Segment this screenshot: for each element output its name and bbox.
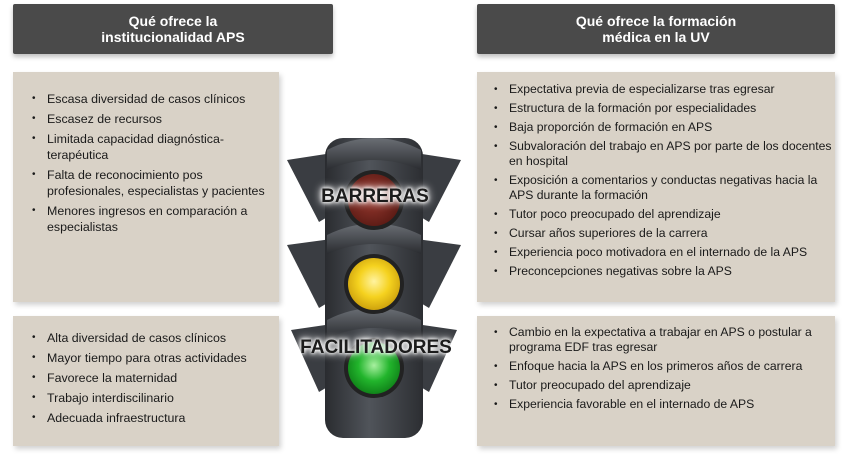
list-item: Experiencia favorable en el internado de…: [494, 397, 832, 412]
header-training-label: Qué ofrece la formación médica en la UV: [575, 13, 737, 45]
barriers-label: BARRERAS: [321, 186, 429, 207]
traffic-light-graphic: [287, 138, 461, 438]
list-item: Adecuada infraestructura: [32, 410, 277, 426]
red-light: [348, 174, 400, 226]
list-item: Mayor tiempo para otras actividades: [32, 350, 277, 366]
list-item: Escasa diversidad de casos clínicos: [32, 91, 272, 107]
list-item: Preconcepciones negativas sobre la APS: [494, 264, 832, 279]
panel-institutional-barriers: Escasa diversidad de casos clínicos Esca…: [13, 72, 279, 302]
list-item: Favorece la maternidad: [32, 370, 277, 386]
list-item: Limitada capacidad diagnóstica-terapéuti…: [32, 131, 272, 163]
green-light: [348, 342, 400, 394]
list-item: Cambio en la expectativa a trabajar en A…: [494, 325, 832, 355]
institutional-barriers-list: Escasa diversidad de casos clínicos Esca…: [32, 91, 272, 239]
list-item: Subvaloración del trabajo en APS por par…: [494, 139, 832, 169]
panel-training-barriers: Expectativa previa de especializarse tra…: [477, 72, 835, 302]
training-barriers-list: Expectativa previa de especializarse tra…: [494, 82, 832, 283]
panel-institutional-facilitators: Alta diversidad de casos clínicos Mayor …: [13, 316, 279, 446]
list-item: Exposición a comentarios y conductas neg…: [494, 173, 832, 203]
institutional-facilitators-list: Alta diversidad de casos clínicos Mayor …: [32, 330, 277, 430]
list-item: Cursar años superiores de la carrera: [494, 226, 832, 241]
list-item: Escasez de recursos: [32, 111, 272, 127]
list-item: Falta de reconocimiento pos profesionale…: [32, 167, 272, 199]
panel-training-facilitators: Cambio en la expectativa a trabajar en A…: [477, 316, 835, 446]
list-item: Alta diversidad de casos clínicos: [32, 330, 277, 346]
header-training: Qué ofrece la formación médica en la UV: [477, 4, 835, 54]
list-item: Experiencia poco motivadora en el intern…: [494, 245, 832, 260]
header-institutional: Qué ofrece la institucionalidad APS: [13, 4, 333, 54]
list-item: Estructura de la formación por especiali…: [494, 101, 832, 116]
yellow-light: [348, 258, 400, 310]
list-item: Enfoque hacia la APS en los primeros año…: [494, 359, 832, 374]
training-facilitators-list: Cambio en la expectativa a trabajar en A…: [494, 325, 832, 416]
list-item: Expectativa previa de especializarse tra…: [494, 82, 832, 97]
header-institutional-label: Qué ofrece la institucionalidad APS: [101, 13, 245, 45]
list-item: Tutor poco preocupado del aprendizaje: [494, 207, 832, 222]
list-item: Menores ingresos en comparación a especi…: [32, 203, 272, 235]
list-item: Trabajo interdiscilinario: [32, 390, 277, 406]
list-item: Baja proporción de formación en APS: [494, 120, 832, 135]
facilitators-label: FACILITADORES: [300, 337, 452, 358]
list-item: Tutor preocupado del aprendizaje: [494, 378, 832, 393]
